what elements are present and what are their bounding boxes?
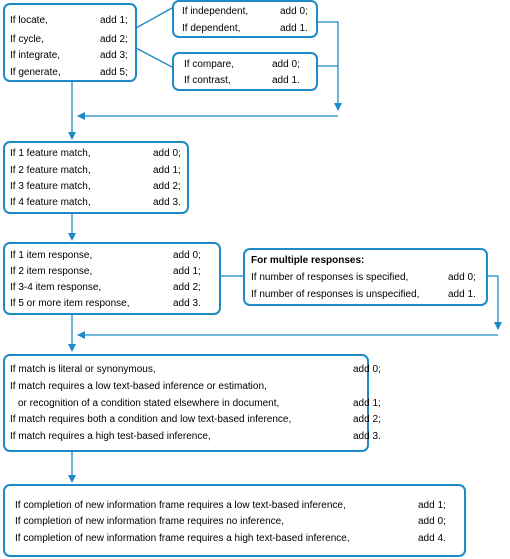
condition-text: If completion of new information frame r… — [15, 533, 350, 544]
score-text: add 0; — [448, 272, 476, 283]
connector-a-b — [135, 7, 173, 29]
score-text: add 1; — [353, 398, 381, 409]
condition-text: If match requires a high test-based infe… — [10, 431, 211, 442]
score-text: add 4. — [418, 533, 446, 544]
score-text: add 2; — [153, 181, 181, 192]
connector-f-bypass — [488, 275, 502, 330]
score-text: add 1. — [272, 75, 300, 86]
condition-text: If generate, — [10, 67, 61, 78]
box-comparison: If compare, add 0; If contrast, add 1. — [172, 52, 318, 91]
box-feature-match: If 1 feature match, add 0; If 2 feature … — [3, 141, 189, 214]
score-text: add 3; — [100, 50, 128, 61]
box-multiple-responses: For multiple responses: If number of res… — [243, 248, 488, 306]
score-text: add 1; — [418, 500, 446, 511]
score-text: add 5; — [100, 67, 128, 78]
condition-text: If match is literal or synonymous, — [10, 364, 156, 375]
score-text: add 3. — [153, 197, 181, 208]
condition-text: If 3 feature match, — [10, 181, 91, 192]
score-text: add 1. — [280, 23, 308, 34]
condition-text: If completion of new information frame r… — [15, 500, 346, 511]
score-text: add 3. — [353, 431, 381, 442]
score-text: add 2; — [353, 414, 381, 425]
score-text: add 0; — [173, 250, 201, 261]
score-text: add 0; — [272, 59, 300, 70]
condition-text: If number of responses is unspecified, — [251, 289, 420, 300]
condition-text: If dependent, — [182, 23, 241, 34]
score-text: add 1; — [153, 165, 181, 176]
score-text: add 0; — [153, 148, 181, 159]
condition-text: If compare, — [184, 59, 235, 70]
condition-text: If independent, — [182, 6, 249, 17]
score-text: add 1; — [173, 266, 201, 277]
score-text: add 3. — [173, 298, 201, 309]
condition-text: If 1 item response, — [10, 250, 93, 261]
score-text: add 1. — [448, 289, 476, 300]
connector-a-c — [135, 47, 173, 68]
box-match-type: If match is literal or synonymous, add 0… — [3, 354, 381, 452]
score-text: add 0; — [418, 516, 446, 527]
condition-text: If 3-4 item response, — [10, 282, 102, 293]
condition-text: If completion of new information frame r… — [15, 516, 285, 527]
condition-text: If 5 or more item response, — [10, 298, 130, 309]
condition-text: If 1 feature match, — [10, 148, 91, 159]
box-heading: For multiple responses: — [251, 255, 365, 266]
score-text: add 0; — [353, 364, 381, 375]
box-item-response: If 1 item response, add 0; If 2 item res… — [3, 242, 221, 315]
box-process-type: If locate, add 1; If cycle, add 2; If in… — [3, 3, 137, 82]
condition-text: If integrate, — [10, 50, 61, 61]
condition-text: If cycle, — [10, 34, 44, 45]
box-dependency: If independent, add 0; If dependent, add… — [172, 0, 318, 38]
condition-text: If locate, — [10, 15, 48, 26]
condition-text: or recognition of a condition stated els… — [18, 398, 280, 409]
score-text: add 2; — [173, 282, 201, 293]
condition-text: If 4 feature match, — [10, 197, 91, 208]
condition-text: If match requires both a condition and l… — [10, 414, 292, 425]
condition-text: If number of responses is specified, — [251, 272, 409, 283]
condition-text: If 2 feature match, — [10, 165, 91, 176]
connector-b-bypass — [316, 21, 342, 111]
score-text: add 1; — [100, 15, 128, 26]
condition-text: If 2 item response, — [10, 266, 93, 277]
condition-text: If contrast, — [184, 75, 231, 86]
score-text: add 2; — [100, 34, 128, 45]
box-information-frame: If completion of new information frame r… — [3, 484, 466, 557]
score-text: add 0; — [280, 6, 308, 17]
condition-text: If match requires a low text-based infer… — [10, 381, 267, 392]
